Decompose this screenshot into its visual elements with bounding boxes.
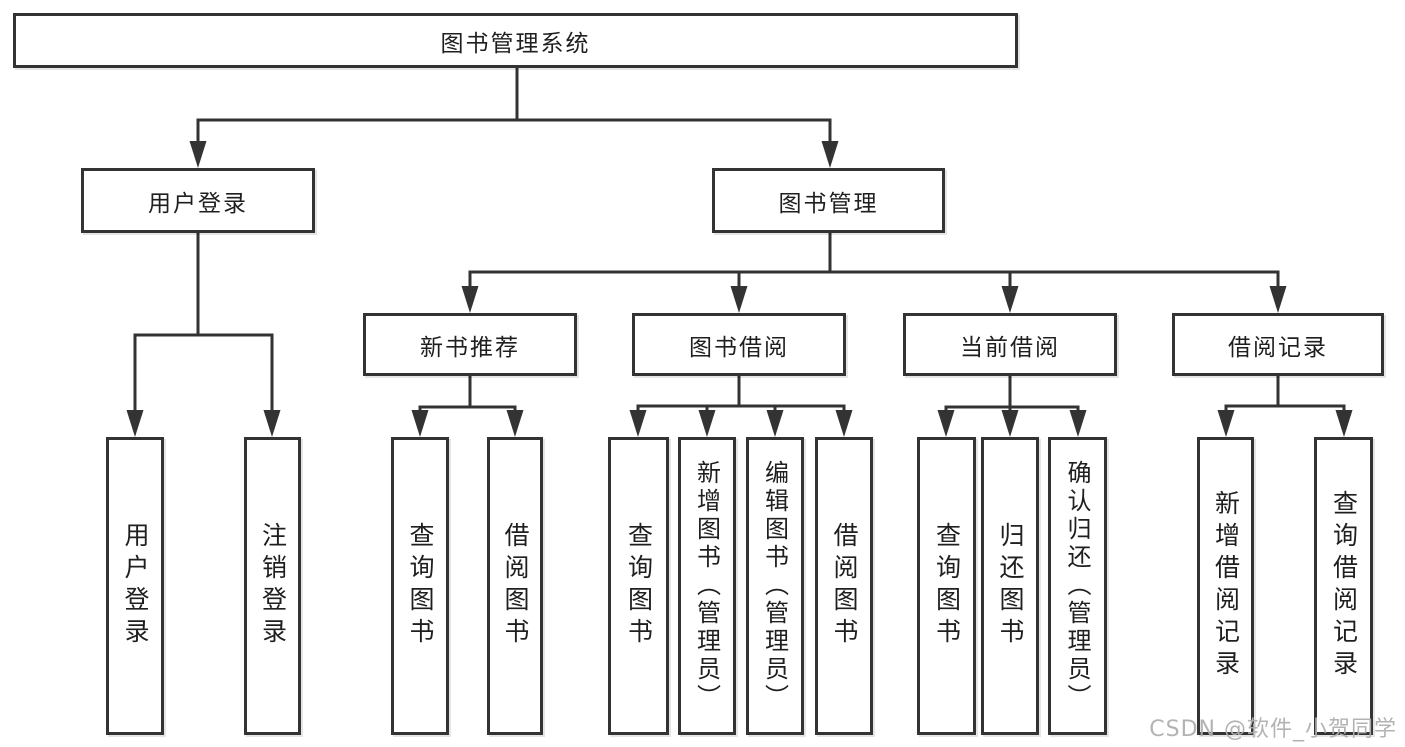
node-book-borrowing-label: 图书借阅	[689, 334, 789, 361]
node-book-management: 图书管理	[712, 168, 945, 233]
node-new-book-recommend: 新书推荐	[363, 313, 577, 376]
node-user-login: 用户登录	[81, 168, 315, 233]
leaf-current-query-books: 查询图书	[917, 437, 976, 735]
leaf-current-return-books: 归还图书	[981, 437, 1039, 735]
node-current-borrowing-label: 当前借阅	[960, 334, 1060, 361]
node-root-label: 图书管理系统	[440, 30, 591, 57]
node-borrowing-records-label: 借阅记录	[1228, 334, 1328, 361]
leaf-records-add-record: 新增借阅记录	[1197, 437, 1254, 735]
leaf-current-confirm-return-admin: 确认归还（管理员）	[1048, 437, 1107, 735]
leaf-records-query-record: 查询借阅记录	[1314, 437, 1373, 735]
node-borrowing-records: 借阅记录	[1172, 313, 1384, 376]
node-user-login-label: 用户登录	[148, 190, 248, 217]
csdn-watermark: CSDN @软件_小贺同学	[1149, 717, 1397, 742]
node-current-borrowing: 当前借阅	[903, 313, 1117, 376]
node-new-book-recommend-label: 新书推荐	[420, 334, 520, 361]
leaf-user-login: 用户登录	[106, 437, 164, 735]
leaf-logout: 注销登录	[244, 437, 301, 735]
leaf-borrow-query-books: 查询图书	[608, 437, 669, 735]
node-book-management-label: 图书管理	[778, 190, 879, 217]
leaf-borrow-add-books-admin: 新增图书（管理员）	[678, 437, 736, 735]
leaf-borrow-edit-books-admin: 编辑图书（管理员）	[746, 437, 804, 735]
leaf-newbook-borrow-books: 借阅图书	[487, 437, 543, 735]
leaf-borrow-borrow-books: 借阅图书	[815, 437, 873, 735]
node-root: 图书管理系统	[13, 13, 1018, 68]
leaf-newbook-query-books: 查询图书	[391, 437, 449, 735]
node-book-borrowing: 图书借阅	[632, 313, 846, 376]
